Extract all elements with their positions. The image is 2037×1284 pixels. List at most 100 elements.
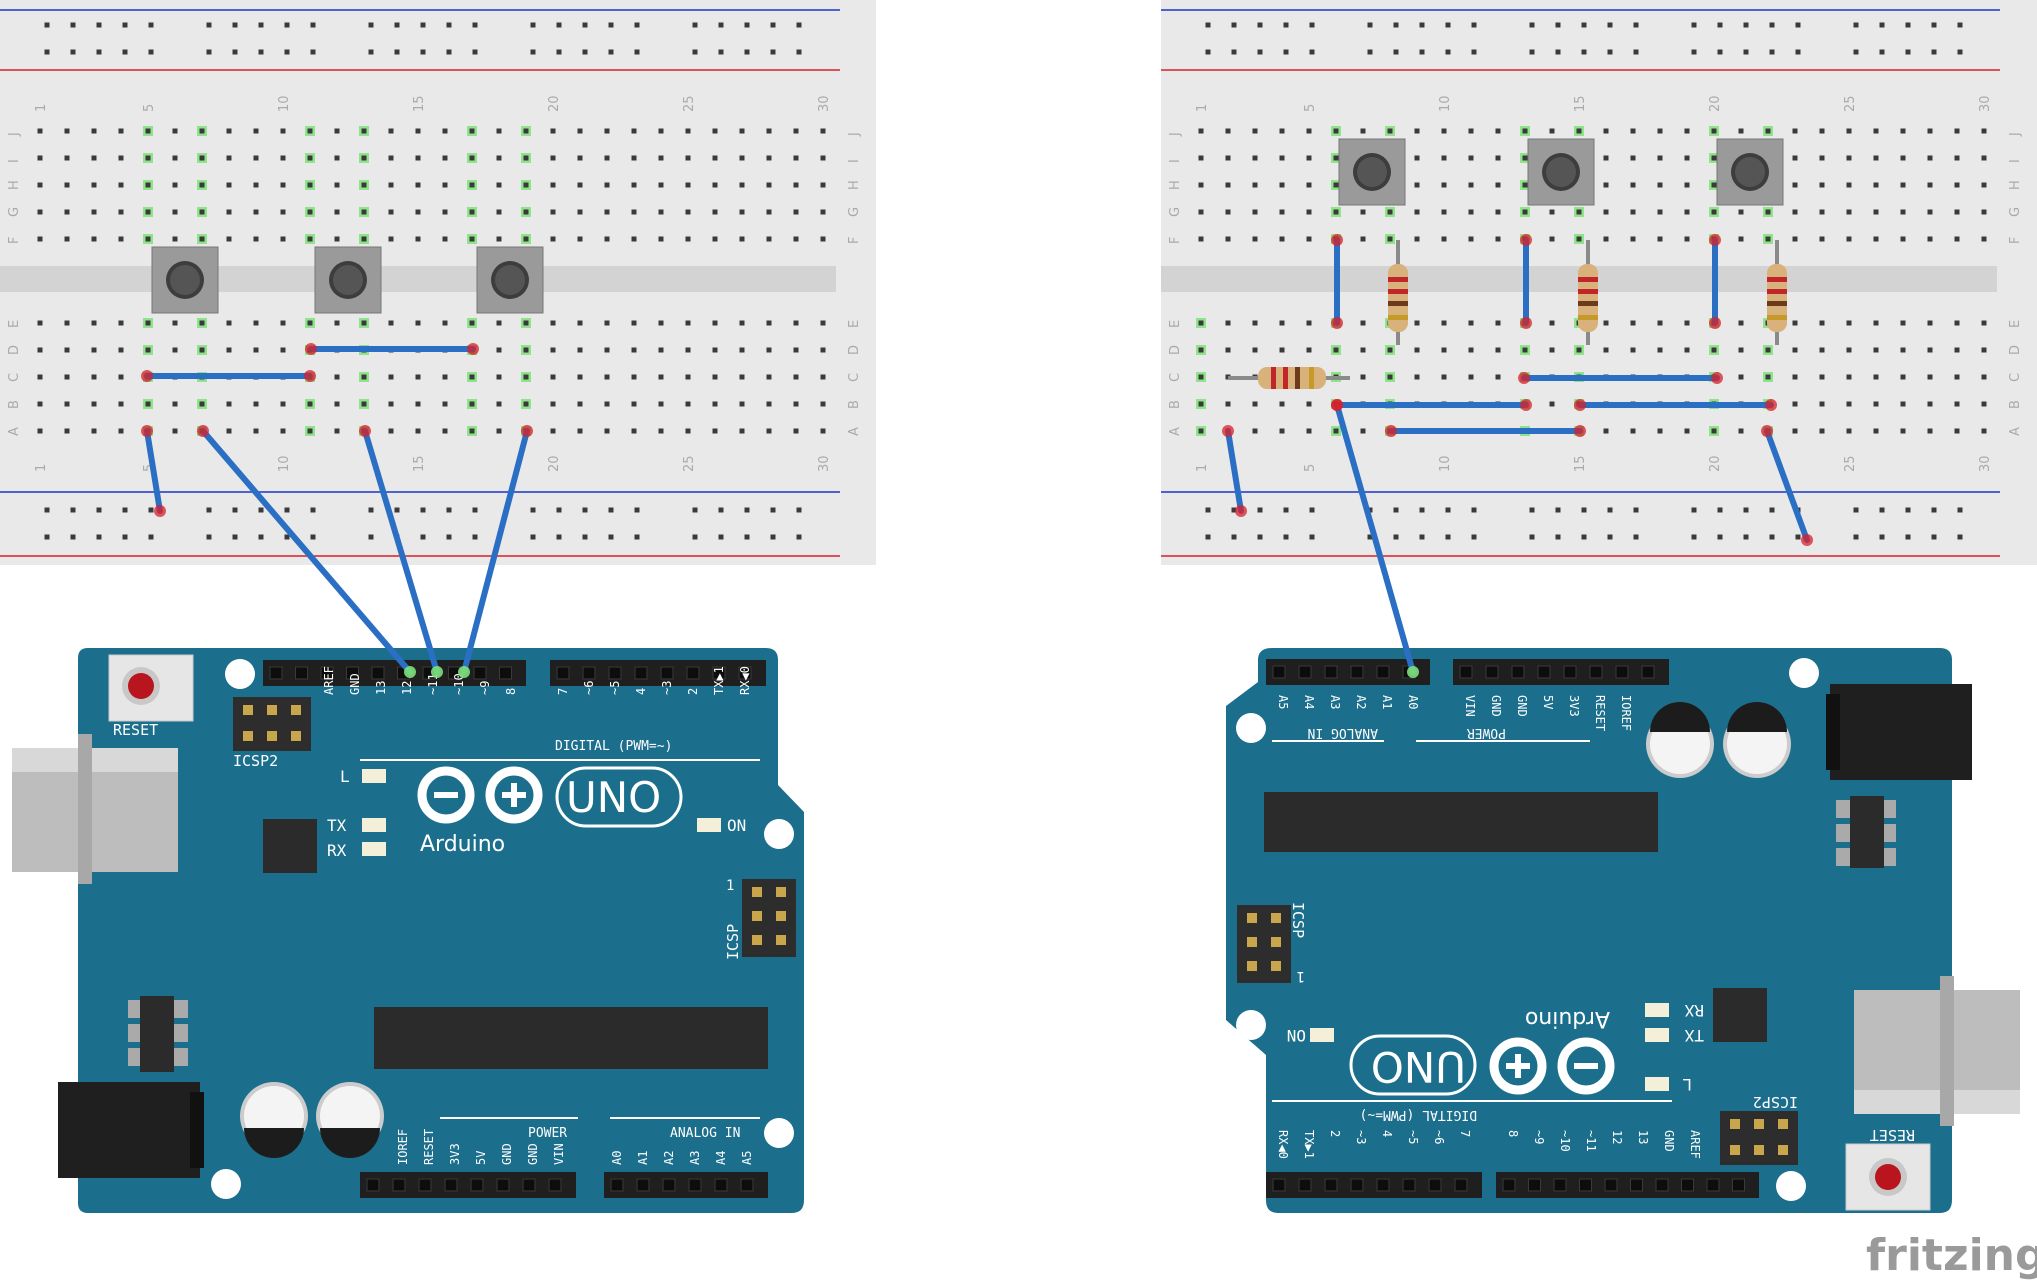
pin-label: A0 [1406, 695, 1420, 709]
column-number: 1 [1195, 464, 1210, 472]
arduino-uno-left: RESET ICSP2 L TX RX ON 1 ICSP DIGITAL (P… [12, 648, 804, 1213]
pin-label: ~9 [1532, 1130, 1546, 1144]
column-number: 10 [277, 455, 292, 472]
column-number: 30 [1978, 455, 1993, 472]
column-number: 15 [412, 455, 427, 472]
pin-label: ~10 [452, 673, 466, 695]
pin-label: 3V3 [448, 1143, 462, 1165]
pushbutton-5 [1527, 138, 1595, 206]
icsp-label: ICSP [724, 924, 742, 960]
row-letter: H [7, 180, 22, 190]
pin-label: 2 [1328, 1130, 1342, 1137]
digital-label: DIGITAL (PWM=~) [555, 739, 672, 754]
row-letter: I [7, 159, 22, 163]
pin-label: A0 [610, 1151, 624, 1165]
row-letter: D [1168, 345, 1183, 355]
column-number: 10 [1438, 455, 1453, 472]
wire-l4 [200, 428, 413, 675]
pin-label: ~9 [478, 681, 492, 695]
tx-label-right: TX [1684, 1026, 1704, 1045]
row-letter: A [847, 427, 862, 436]
row-letter: F [2008, 237, 2023, 244]
pin1-label: 1 [726, 878, 734, 894]
wire-l6 [461, 428, 530, 675]
pin-label: 4 [1380, 1130, 1394, 1137]
pin-label: GND [1489, 695, 1503, 717]
tx-label: TX [327, 816, 347, 835]
pin-label: ~5 [1406, 1130, 1420, 1144]
column-number: 1 [1195, 104, 1210, 112]
pin-label: A4 [714, 1151, 728, 1165]
pin-label: GND [1515, 695, 1529, 717]
pin-label: GND [1662, 1130, 1676, 1152]
resistor-4 [1228, 367, 1350, 389]
row-letter: I [2008, 159, 2023, 163]
pin-label: 8 [504, 688, 518, 695]
pin-label: IOREF [1619, 695, 1633, 731]
pin-label: ~11 [426, 673, 440, 695]
row-letter: I [1168, 159, 1183, 163]
power-label-right: POWER [1467, 725, 1506, 740]
pin-label: GND [500, 1143, 514, 1165]
icsp2-label-right: ICSP2 [1753, 1093, 1798, 1111]
rx-label: RX [327, 841, 347, 860]
pin-label: A2 [662, 1151, 676, 1165]
row-letter: C [2008, 373, 2023, 382]
row-letter: F [1168, 237, 1183, 244]
column-number: 15 [1573, 455, 1588, 472]
pin-label: A4 [1302, 695, 1316, 709]
pin-label: A5 [740, 1151, 754, 1165]
column-number: 15 [412, 95, 427, 112]
pin-label: 12 [1610, 1130, 1624, 1144]
column-number: 30 [1978, 95, 1993, 112]
pin-label: 5V [1541, 695, 1555, 709]
pushbutton-4 [1338, 138, 1406, 206]
row-letter: E [7, 320, 22, 328]
pin-label: ~6 [1432, 1130, 1446, 1144]
reset-label-right: RESET [1870, 1126, 1915, 1144]
on-label: ON [727, 816, 746, 835]
column-number: 20 [547, 95, 562, 112]
pushbutton-3 [476, 246, 544, 314]
pin-label: 2 [686, 688, 700, 695]
column-number: 30 [817, 95, 832, 112]
column-number: 25 [1843, 455, 1858, 472]
row-letter: B [2008, 400, 2023, 409]
pushbutton-2 [314, 246, 382, 314]
pin-label: ~11 [1584, 1130, 1598, 1152]
row-letter: B [1168, 400, 1183, 409]
on-label-right: ON [1287, 1026, 1306, 1045]
column-number: 5 [1303, 464, 1318, 472]
pin-label: A2 [1354, 695, 1368, 709]
row-letter: C [7, 373, 22, 382]
pin-label: A3 [1328, 695, 1342, 709]
row-letter: C [847, 373, 862, 382]
pin-label: IOREF [396, 1129, 410, 1165]
column-number: 30 [817, 455, 832, 472]
l-label: L [340, 767, 350, 786]
column-number: 10 [1438, 95, 1453, 112]
wire-r9 [1334, 402, 1416, 675]
row-letter: G [7, 207, 22, 217]
row-letter: J [7, 132, 22, 137]
fritzing-watermark: fritzing [1866, 1230, 2037, 1281]
row-letter: A [2008, 427, 2023, 436]
uno-model-right: UNO [1371, 1042, 1466, 1091]
pin-label: A1 [1380, 695, 1394, 709]
row-letter: B [847, 400, 862, 409]
pin1-label-right: 1 [1297, 968, 1305, 984]
pin-label: 4 [634, 688, 648, 695]
pin-label: A5 [1276, 695, 1290, 709]
row-letter: E [847, 320, 862, 328]
arduino-logo-right [1349, 1034, 1615, 1096]
pin-label: AREF [322, 666, 336, 695]
pin-label: RX◀0 [738, 666, 752, 695]
pin-label: AREF [1688, 1130, 1702, 1159]
column-number: 20 [1708, 95, 1723, 112]
icsp-label-right: ICSP [1289, 902, 1307, 938]
pin-label: RESET [422, 1129, 436, 1165]
row-letter: G [847, 207, 862, 217]
pin-label: 5V [474, 1151, 488, 1165]
